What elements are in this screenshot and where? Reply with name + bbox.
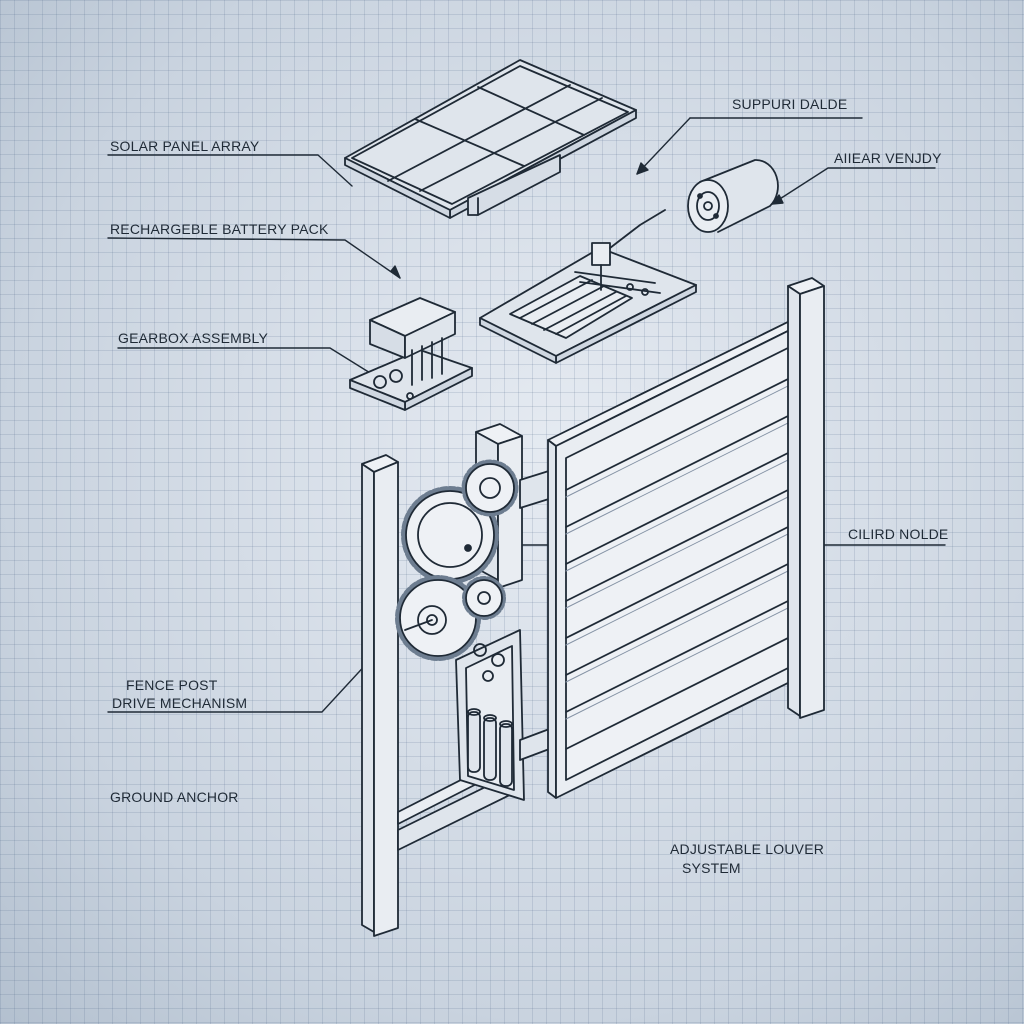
label-gearbox-assembly: GEARBOX ASSEMBLY — [118, 330, 268, 346]
label-fence-post: FENCE POST — [126, 677, 218, 693]
label-drive-mechanism: DRIVE MECHANISM — [112, 695, 248, 711]
right-fence-post — [787, 277, 825, 719]
label-solar-panel-array: SOLAR PANEL ARRAY — [110, 138, 260, 154]
controller-board — [479, 209, 697, 364]
left-fence-post — [361, 454, 399, 937]
label-rechargeable-battery-pack: RECHARGEBLE BATTERY PACK — [110, 221, 329, 237]
label-cilird-nolde: CILIRD NOLDE — [848, 526, 949, 542]
louver-panel — [547, 314, 811, 799]
solar-panel — [344, 59, 637, 219]
gear-train — [395, 459, 519, 661]
motor — [687, 159, 779, 233]
label-adjustable-louver-line2: SYSTEM — [682, 860, 741, 876]
label-adjustable-louver-line1: ADJUSTABLE LOUVER — [670, 841, 825, 857]
gearbox-module — [349, 297, 473, 411]
battery-holder — [455, 469, 553, 801]
label-ground-anchor: GROUND ANCHOR — [110, 789, 239, 805]
label-aiiear-venjdy: AIIEAR VENJDY — [834, 150, 942, 166]
label-suppuri-dalde: SUPPURI DALDE — [732, 96, 848, 112]
